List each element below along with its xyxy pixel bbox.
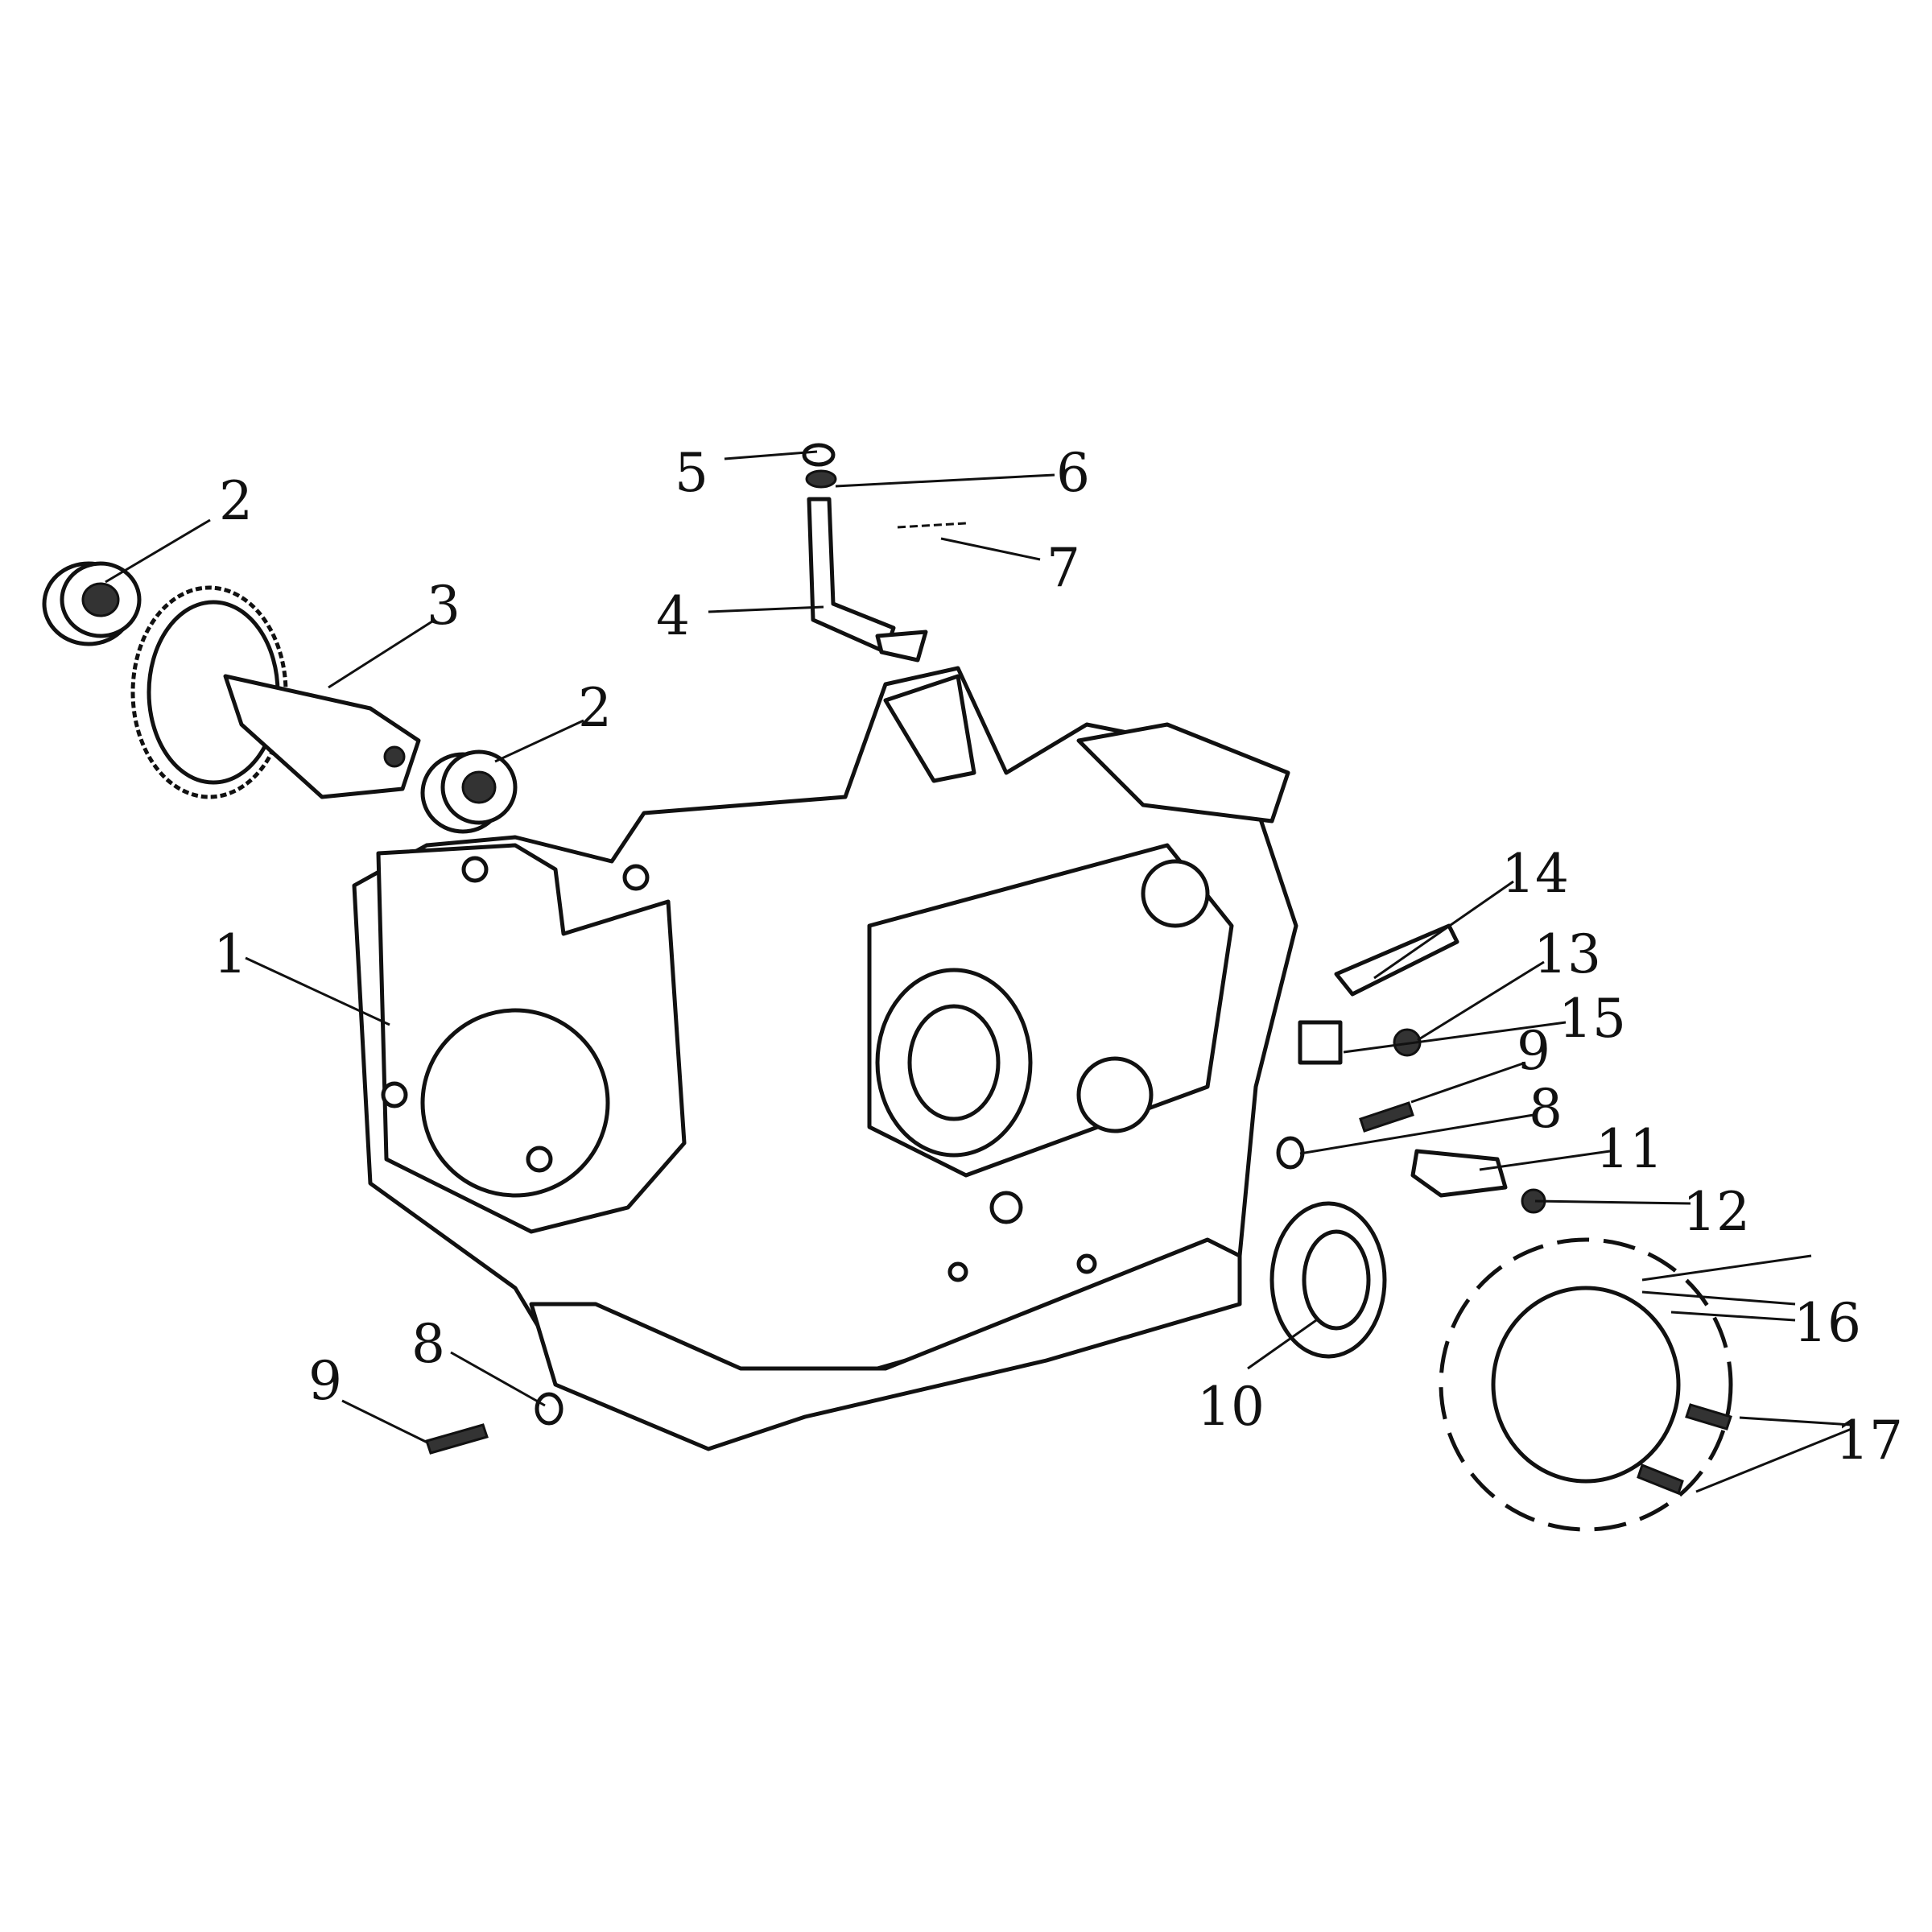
callout-3: 3 xyxy=(427,575,460,637)
callout-13: 13 xyxy=(1534,923,1601,985)
cap-part-5 xyxy=(802,443,836,467)
callout-17: 17 xyxy=(1835,1410,1903,1472)
callout-labels: 2 3 2 5 6 7 4 1 14 13 15 9 8 11 12 16 17… xyxy=(213,442,1903,1472)
callout-6: 6 xyxy=(1056,442,1090,504)
callout-2b: 2 xyxy=(578,677,612,739)
bolt-part-9a xyxy=(1359,1101,1414,1133)
bearing-part-2a xyxy=(42,561,142,646)
callout-8a: 8 xyxy=(1529,1078,1563,1140)
callout-2a: 2 xyxy=(219,470,253,532)
callout-16: 16 xyxy=(1794,1292,1861,1354)
callout-9b: 9 xyxy=(308,1350,342,1412)
dipstick-part-4 xyxy=(802,443,967,663)
callout-12: 12 xyxy=(1682,1181,1750,1243)
bearing-part-2b xyxy=(420,749,518,834)
crankcase-part-1 xyxy=(352,666,1298,1451)
callout-11: 11 xyxy=(1596,1118,1663,1180)
bolt-part-17b xyxy=(1637,1463,1684,1495)
leader-lines xyxy=(105,450,1852,1493)
bolt-part-9b xyxy=(425,1423,489,1455)
grommet-part-15 xyxy=(1298,1020,1343,1065)
callout-7: 7 xyxy=(1046,537,1080,599)
callout-4: 4 xyxy=(656,585,690,647)
camshaft-gear-part-3 xyxy=(130,585,421,799)
callout-15: 15 xyxy=(1558,988,1626,1050)
callout-9a: 9 xyxy=(1517,1020,1550,1082)
callout-14: 14 xyxy=(1501,843,1569,905)
bolt-part-17a xyxy=(1685,1403,1732,1430)
plate-part-14 xyxy=(1334,923,1459,997)
callout-1: 1 xyxy=(213,923,247,985)
wire-part-7 xyxy=(897,522,967,529)
o-ring-part-6 xyxy=(805,469,837,489)
washer-part-8b xyxy=(535,1392,564,1426)
washer-part-8a xyxy=(1276,1136,1305,1170)
callout-8b: 8 xyxy=(411,1313,445,1375)
bracket-part-11 xyxy=(1410,1149,1508,1198)
callout-5: 5 xyxy=(675,442,708,504)
callout-10: 10 xyxy=(1197,1376,1265,1438)
small-parts-right xyxy=(425,923,1812,1532)
